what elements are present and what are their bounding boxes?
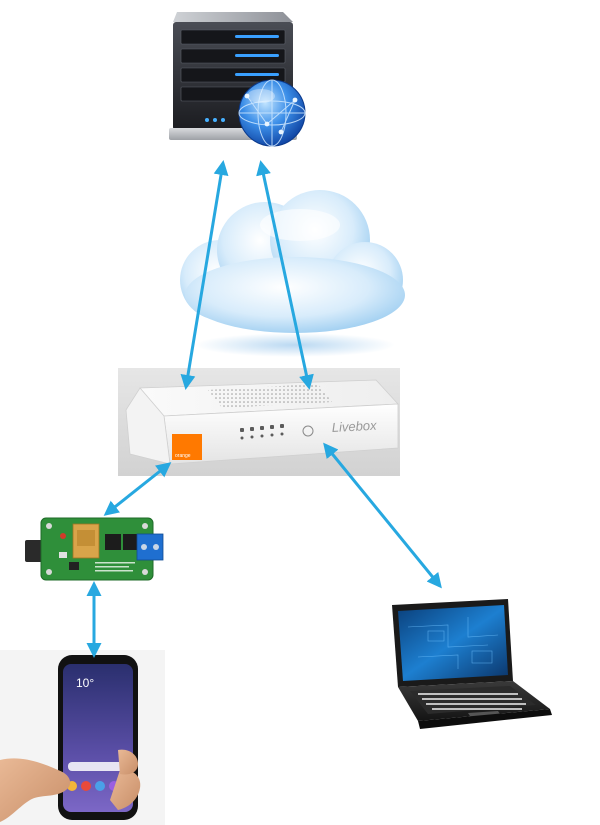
orange-logo-icon: orange [172,434,202,460]
globe-icon [238,79,306,147]
arrow-router-board [103,462,172,516]
router-logo-text: orange [175,453,191,459]
laptop-node [388,597,553,737]
laptop-icon [392,599,552,729]
server-icon [169,12,306,147]
phone-search-bar [68,762,128,771]
router-node: orange Livebox [118,368,400,476]
router-icon: orange Livebox [118,368,400,476]
phone-node: 10° [0,650,165,825]
server-node [155,0,315,150]
arrow-router-laptop [323,442,442,589]
arrow-server-router-left [180,160,229,390]
board-node [25,512,167,592]
arrow-server-router-right [256,160,314,390]
router-brand-label: Livebox [331,418,377,435]
phone-clock: 10° [76,676,94,690]
smartphone-icon: 10° [0,650,165,825]
circuit-board-icon [25,517,164,581]
power-button-icon [302,425,314,437]
status-leds [240,424,284,440]
